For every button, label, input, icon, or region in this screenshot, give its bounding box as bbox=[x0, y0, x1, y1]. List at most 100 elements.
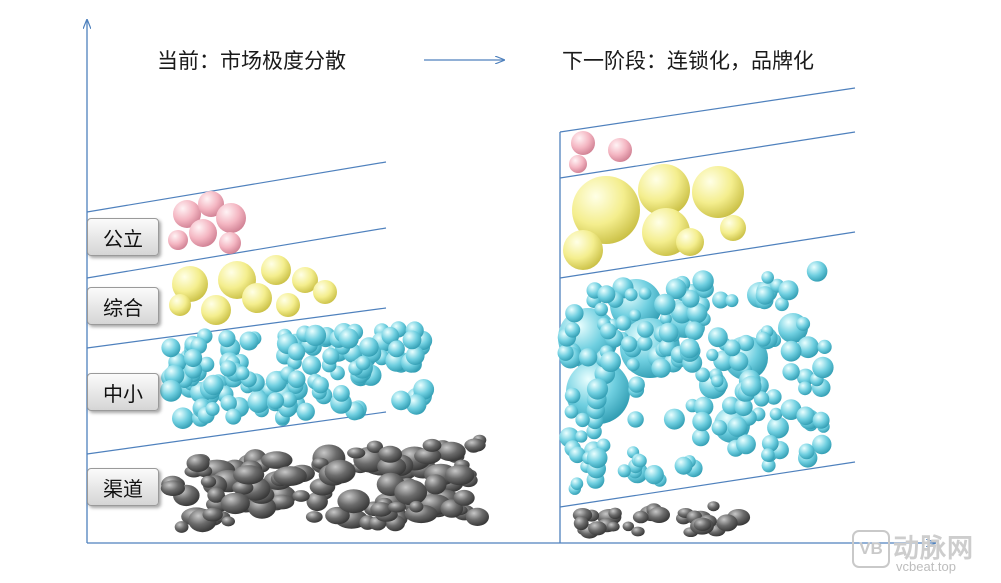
cyan-bubble bbox=[679, 338, 700, 359]
gray-bubble bbox=[631, 526, 645, 537]
yellow-bubble bbox=[638, 164, 690, 216]
cyan-bubble bbox=[780, 340, 802, 362]
cyan-bubble bbox=[564, 322, 581, 338]
cyan-bubble bbox=[708, 327, 728, 348]
gray-bubble bbox=[414, 447, 442, 465]
cyan-bubble bbox=[736, 434, 756, 455]
gray-bubble bbox=[306, 491, 328, 512]
gray-bubble bbox=[608, 507, 622, 519]
gray-bubble bbox=[261, 451, 293, 469]
cyan-bubble bbox=[322, 347, 340, 365]
cyan-bubble bbox=[775, 297, 789, 312]
tier-label-general: 综合 bbox=[87, 287, 159, 325]
cyan-bubble bbox=[569, 446, 586, 464]
cyan-bubble bbox=[199, 356, 215, 372]
gray-bubble bbox=[573, 516, 589, 531]
cyan-bubble bbox=[267, 392, 285, 410]
cyan-bubble bbox=[205, 402, 220, 416]
cyan-bubble bbox=[686, 302, 708, 324]
yellow-bubble bbox=[692, 166, 744, 218]
cyan-bubble bbox=[296, 402, 315, 421]
yellow-bubble bbox=[313, 280, 337, 304]
cyan-bubble bbox=[644, 465, 664, 485]
cyan-bubble bbox=[806, 261, 828, 282]
cyan-bubble bbox=[725, 294, 739, 308]
cyan-bubble bbox=[220, 394, 237, 412]
yellow-bubble bbox=[276, 293, 300, 317]
cyan-bubble bbox=[692, 428, 710, 447]
cyan-bubble bbox=[287, 370, 306, 389]
yellow-bubble bbox=[292, 267, 318, 293]
gray-bubble bbox=[465, 507, 489, 526]
right-tier-lines bbox=[559, 87, 856, 508]
gray-bubble bbox=[588, 521, 607, 536]
pink-bubble bbox=[219, 232, 241, 254]
yellow-bubble bbox=[676, 228, 704, 256]
yellow-bubble bbox=[720, 215, 746, 241]
cyan-bubble bbox=[600, 351, 621, 372]
cyan-bubble bbox=[663, 408, 685, 430]
cyan-bubble bbox=[565, 304, 584, 323]
gray-bubble bbox=[292, 490, 310, 502]
pink-bubble bbox=[608, 138, 632, 162]
cyan-bubble bbox=[681, 289, 700, 308]
cyan-bubble bbox=[575, 412, 590, 428]
cyan-bubble bbox=[761, 458, 776, 473]
yellow-bubble bbox=[169, 294, 191, 316]
cyan-bubble bbox=[359, 337, 379, 357]
cyan-bubble bbox=[658, 322, 679, 343]
cyan-bubble bbox=[333, 385, 350, 402]
gray-bubble bbox=[186, 454, 210, 473]
cyan-bubble bbox=[301, 355, 322, 375]
cyan-bubble bbox=[405, 346, 425, 365]
cyan-bubble bbox=[695, 367, 710, 383]
cyan-bubble bbox=[706, 348, 719, 361]
yellow-bubble bbox=[242, 283, 272, 313]
gray-bubble bbox=[707, 501, 720, 512]
cyan-bubble bbox=[637, 321, 654, 338]
cyan-bubble bbox=[586, 447, 608, 469]
gray-bubble bbox=[464, 438, 486, 452]
cyan-bubble bbox=[600, 323, 617, 340]
cyan-bubble bbox=[381, 326, 400, 345]
cyan-bubble bbox=[247, 391, 270, 413]
gray-bubble bbox=[312, 457, 329, 469]
cyan-bubble bbox=[402, 330, 422, 350]
cyan-bubble bbox=[740, 375, 762, 397]
cyan-bubble bbox=[782, 363, 800, 381]
cyan-bubble bbox=[692, 411, 712, 432]
cyan-bubble bbox=[172, 407, 194, 430]
cyan-bubble bbox=[674, 456, 693, 475]
cyan-bubble bbox=[755, 286, 775, 305]
cyan-bubble bbox=[406, 394, 427, 415]
left-tier-lines bbox=[86, 161, 387, 455]
cyan-bubble bbox=[391, 390, 411, 411]
cyan-bubble bbox=[624, 288, 638, 302]
pink-bubble bbox=[198, 191, 224, 217]
gray-bubble bbox=[422, 438, 442, 452]
cyan-bubble bbox=[615, 315, 632, 331]
gray-bubble bbox=[388, 501, 406, 513]
cyan-bubble bbox=[684, 321, 704, 341]
cyan-bubble bbox=[578, 348, 598, 367]
cyan-bubble bbox=[235, 366, 250, 381]
cyan-bubble bbox=[225, 408, 242, 425]
cyan-bubble bbox=[692, 270, 714, 292]
cyan-bubble bbox=[203, 374, 224, 396]
cyan-bubble bbox=[239, 331, 259, 351]
gray-bubble bbox=[221, 516, 235, 527]
gray-bubble bbox=[207, 487, 225, 503]
cyan-bubble bbox=[761, 435, 779, 452]
title-next: 下一阶段：连锁化，品牌化 bbox=[562, 49, 814, 73]
gray-bubble bbox=[305, 511, 323, 523]
gray-bubble bbox=[366, 440, 383, 453]
gray-bubble bbox=[347, 447, 366, 459]
cyan-bubble bbox=[617, 464, 631, 478]
cyan-bubble bbox=[575, 430, 588, 443]
gray-bubble bbox=[409, 500, 424, 513]
cyan-bubble bbox=[737, 334, 755, 352]
cyan-bubble bbox=[338, 328, 359, 349]
cyan-bubble bbox=[355, 355, 371, 371]
cyan-bubble bbox=[620, 336, 638, 353]
